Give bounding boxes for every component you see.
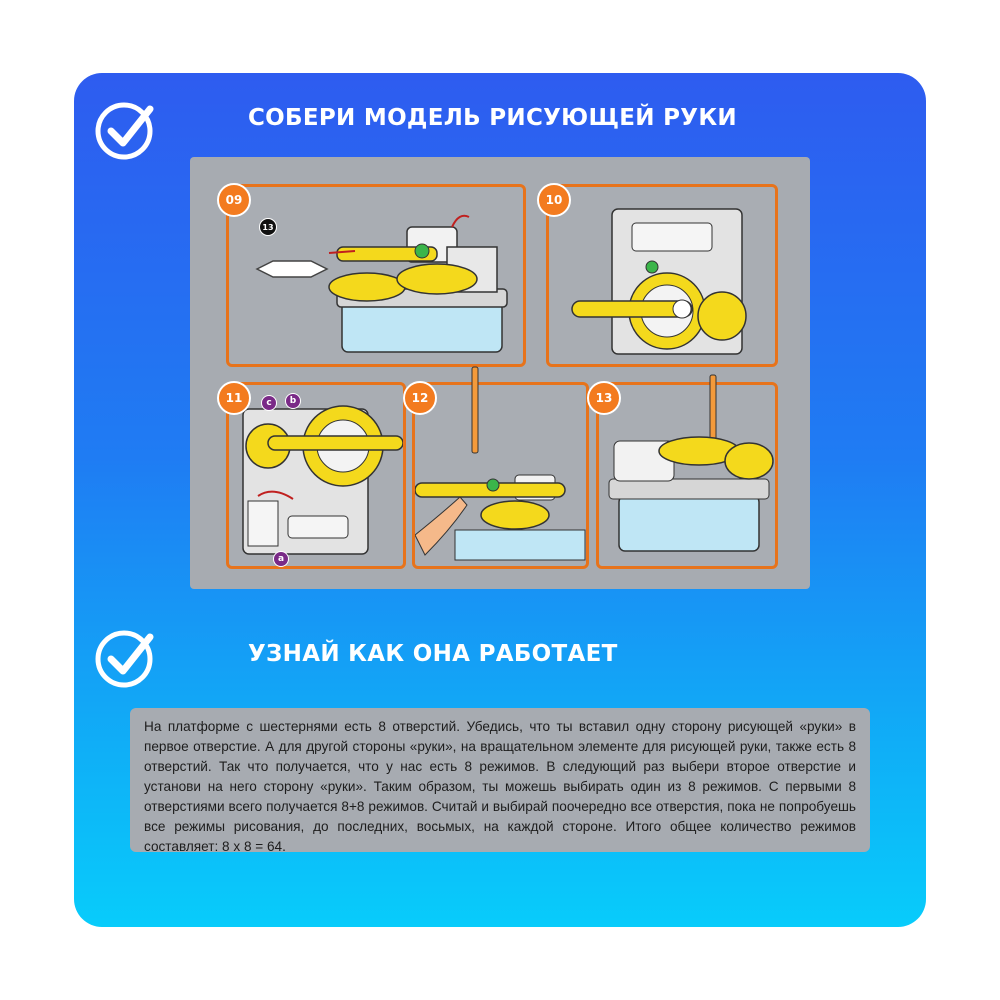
step-09-illustration <box>255 214 508 353</box>
step-10-badge: 10 <box>537 183 571 217</box>
step-13-illustration <box>608 374 774 552</box>
step-12-badge: 12 <box>403 381 437 415</box>
callout-a: a <box>273 551 289 567</box>
step-12-panel: 12 <box>403 366 589 569</box>
assembly-steps-panel: 09 13 10 <box>190 157 810 589</box>
step-13-badge: 13 <box>587 381 621 415</box>
step-12-illustration <box>415 366 586 561</box>
step-11-badge: 11 <box>217 381 251 415</box>
description-box: На платформе с шестернями есть 8 отверст… <box>130 708 870 854</box>
section-title-how-it-works: УЗНАЙ КАК ОНА РАБОТАЕТ <box>248 641 618 667</box>
callout-b: b <box>285 393 301 409</box>
step-10-illustration <box>571 208 747 355</box>
step-11-panel: 11 c b a <box>217 381 406 569</box>
checkmark-circle-icon <box>95 630 154 688</box>
checkmark-circle-icon <box>95 102 154 160</box>
step-09-panel: 09 13 <box>217 183 526 367</box>
step-13-panel: 13 <box>587 374 778 569</box>
callout-c: c <box>261 395 277 411</box>
description-text: На платформе с шестернями есть 8 отверст… <box>144 719 856 854</box>
section-title-assemble: СОБЕРИ МОДЕЛЬ РИСУЮЩЕЙ РУКИ <box>248 105 737 131</box>
part-13-label: 13 <box>259 218 277 236</box>
info-card: СОБЕРИ МОДЕЛЬ РИСУЮЩЕЙ РУКИ 09 13 <box>74 73 926 927</box>
step-11-illustration <box>242 405 403 555</box>
step-09-badge: 09 <box>217 183 251 217</box>
step-10-panel: 10 <box>537 183 778 367</box>
